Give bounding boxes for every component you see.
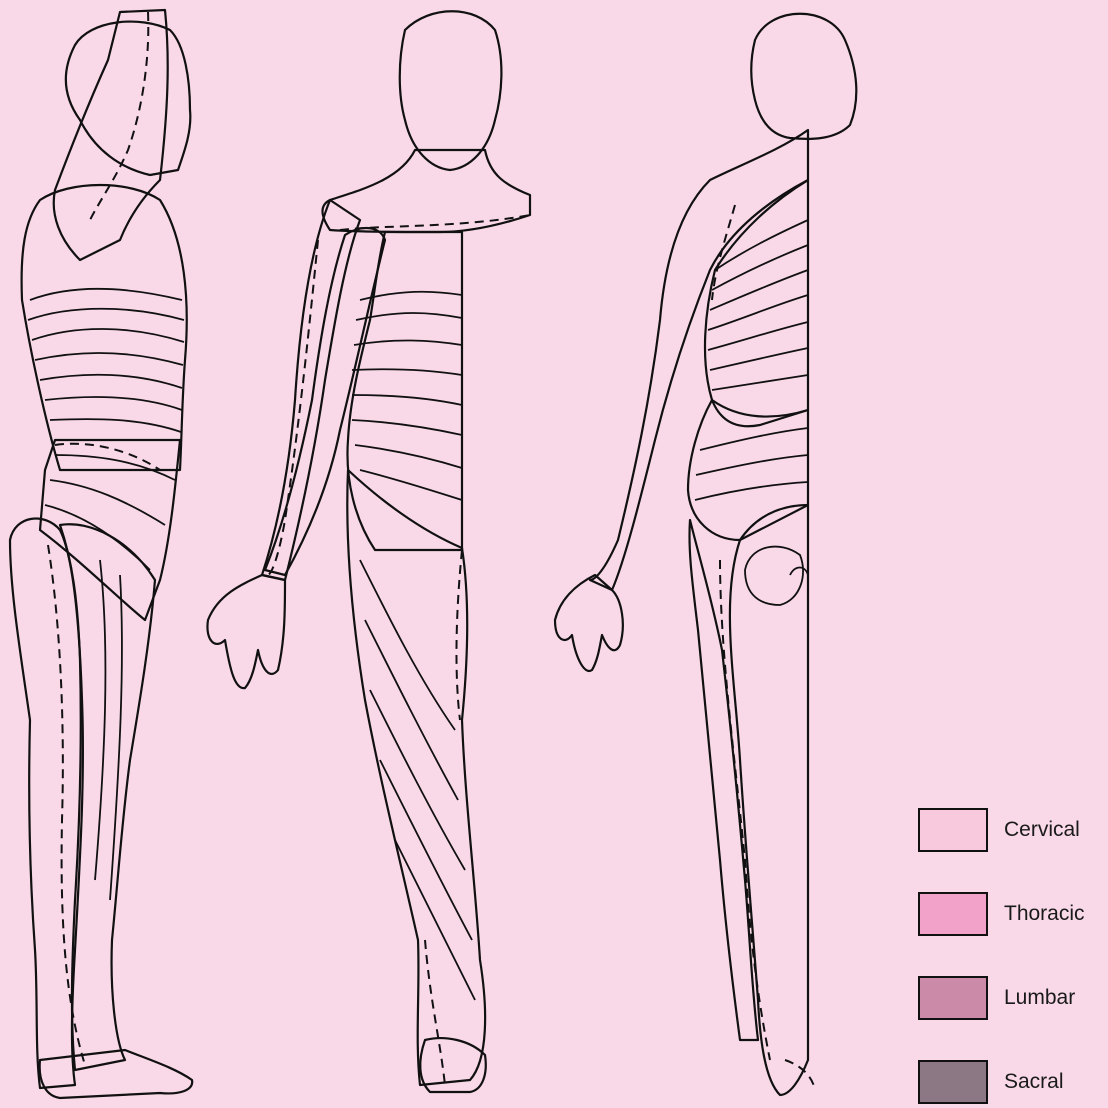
front-neck-shoulders — [323, 150, 531, 232]
legend-swatch-cervical — [918, 808, 988, 852]
legend-label-cervical: Cervical — [1004, 818, 1080, 842]
legend-swatch-thoracic — [918, 892, 988, 936]
figure-side-view — [10, 10, 192, 1098]
back-hand — [555, 575, 623, 671]
back-torso-lumbar — [688, 400, 808, 540]
front-torso-thoracic — [347, 232, 462, 550]
legend-item-sacral: Sacral — [918, 1060, 1108, 1108]
side-foot — [40, 1050, 193, 1098]
side-leg-lumbar — [60, 524, 155, 1070]
legend-label-thoracic: Thoracic — [1004, 902, 1085, 926]
figure-back-view — [555, 14, 856, 1095]
legend-swatch-lumbar — [918, 976, 988, 1020]
back-leg-lumbar — [689, 520, 758, 1040]
side-raised-arm — [54, 10, 168, 260]
legend-item-cervical: Cervical — [918, 808, 1108, 856]
legend-item-lumbar: Lumbar — [918, 976, 1108, 1024]
front-head — [400, 11, 502, 170]
front-leg — [347, 470, 485, 1085]
front-arm-thoracic — [265, 228, 385, 575]
front-hand — [207, 575, 285, 688]
figure-front-view — [207, 11, 530, 1092]
legend-item-thoracic: Thoracic — [918, 892, 1108, 940]
back-head — [751, 14, 856, 139]
legend-swatch-sacral — [918, 1060, 988, 1104]
legend-label-lumbar: Lumbar — [1004, 986, 1075, 1010]
legend-label-sacral: Sacral — [1004, 1070, 1064, 1094]
